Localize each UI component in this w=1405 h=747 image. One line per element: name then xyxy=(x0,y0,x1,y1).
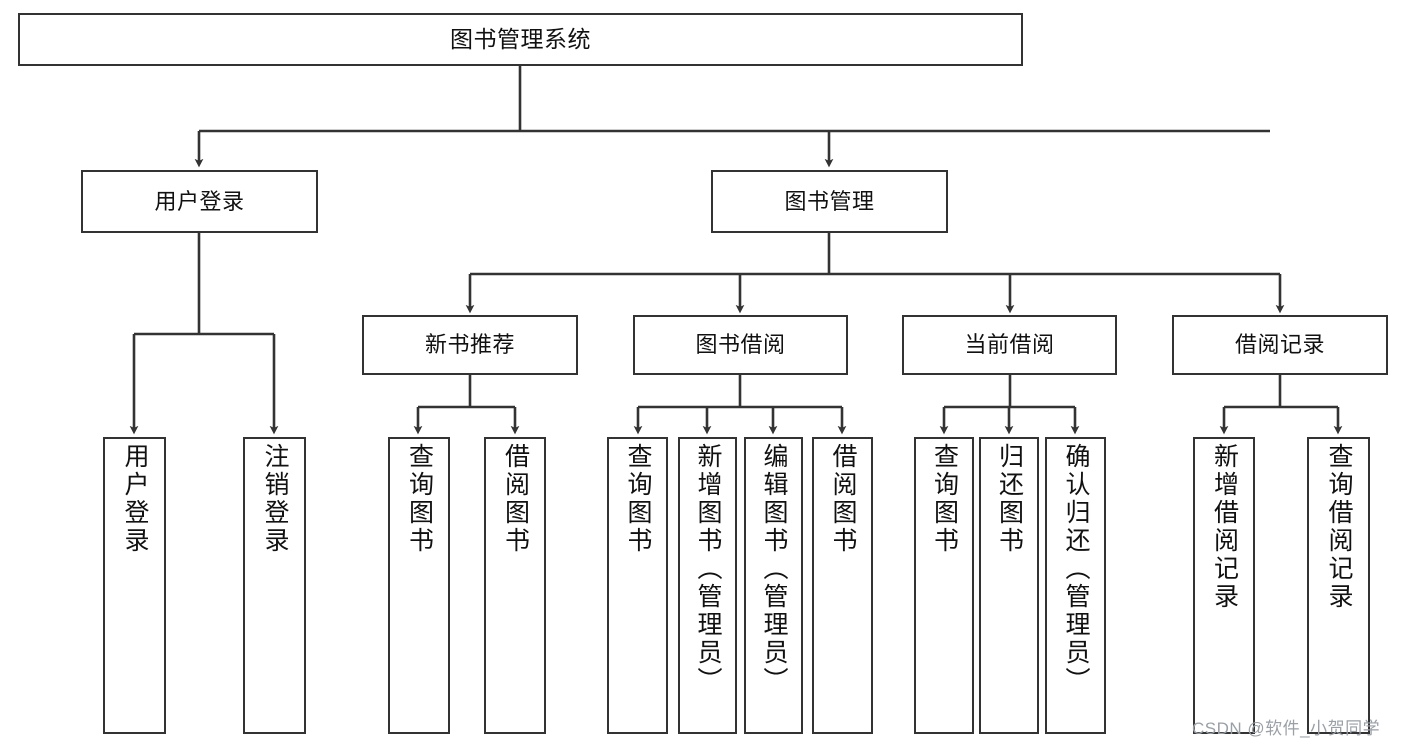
node-label: 借阅记录 xyxy=(1234,332,1325,358)
node-label: 借阅图书 xyxy=(501,443,530,555)
node-leaf-return-book[interactable]: 归还图书 xyxy=(979,437,1039,734)
node-label: 用户登录 xyxy=(121,443,149,555)
node-label: 图书借阅 xyxy=(695,332,786,358)
node-label: 查询图书 xyxy=(405,443,434,555)
node-root-system[interactable]: 图书管理系统 xyxy=(18,13,1023,66)
node-label: 图书管理 xyxy=(784,188,875,214)
node-label: 注销登录 xyxy=(261,443,289,555)
node-label: 当前借阅 xyxy=(964,332,1055,358)
node-leaf-edit-book-admin[interactable]: 编辑图书（管理员） xyxy=(744,437,803,734)
node-label: 查询图书 xyxy=(624,443,652,555)
node-leaf-add-borrow-record[interactable]: 新增借阅记录 xyxy=(1193,437,1255,734)
node-book-borrow[interactable]: 图书借阅 xyxy=(633,315,848,375)
node-leaf-query-book-recommend[interactable]: 查询图书 xyxy=(388,437,450,734)
node-new-book-recommend[interactable]: 新书推荐 xyxy=(362,315,578,375)
node-book-management[interactable]: 图书管理 xyxy=(711,170,948,233)
node-user-login[interactable]: 用户登录 xyxy=(81,170,318,233)
node-leaf-borrow-book-recommend[interactable]: 借阅图书 xyxy=(484,437,546,734)
node-leaf-query-book-current[interactable]: 查询图书 xyxy=(914,437,974,734)
node-leaf-query-book-borrow[interactable]: 查询图书 xyxy=(607,437,668,734)
node-leaf-add-book-admin[interactable]: 新增图书（管理员） xyxy=(678,437,737,734)
node-label: 确认归还（管理员） xyxy=(1062,443,1090,695)
node-label: 查询借阅记录 xyxy=(1325,443,1353,611)
node-label: 借阅图书 xyxy=(829,443,857,555)
node-leaf-logout[interactable]: 注销登录 xyxy=(243,437,306,734)
node-label: 归还图书 xyxy=(995,443,1024,555)
node-leaf-user-login[interactable]: 用户登录 xyxy=(103,437,166,734)
node-label: 新增图书（管理员） xyxy=(694,443,722,695)
node-label: 用户登录 xyxy=(154,188,245,214)
node-current-borrow[interactable]: 当前借阅 xyxy=(902,315,1117,375)
node-leaf-borrow-book[interactable]: 借阅图书 xyxy=(812,437,873,734)
node-label: 编辑图书（管理员） xyxy=(760,443,788,695)
node-label: 图书管理系统 xyxy=(450,25,591,52)
node-borrow-record[interactable]: 借阅记录 xyxy=(1172,315,1388,375)
node-leaf-query-borrow-record[interactable]: 查询借阅记录 xyxy=(1307,437,1370,734)
node-label: 新书推荐 xyxy=(424,332,515,358)
node-label: 查询图书 xyxy=(930,443,959,555)
node-label: 新增借阅记录 xyxy=(1210,443,1239,611)
node-leaf-confirm-return-admin[interactable]: 确认归还（管理员） xyxy=(1045,437,1106,734)
